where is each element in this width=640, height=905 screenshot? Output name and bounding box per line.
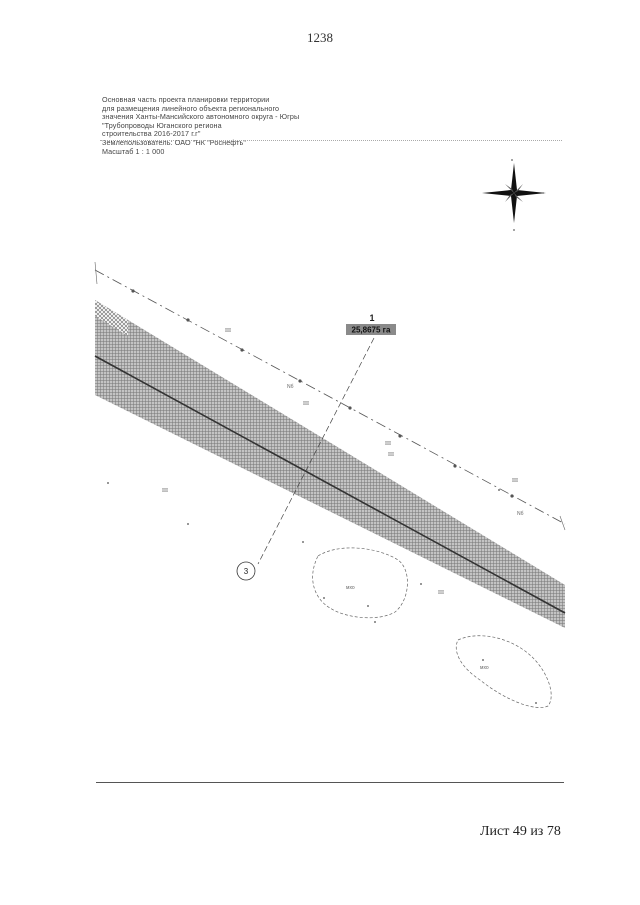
map-drawing: 1 25,8675 га 3 III III III III III III I… — [94, 261, 566, 708]
road-line — [94, 269, 566, 525]
parcel-number: 1 — [369, 313, 374, 323]
soil-label: III — [438, 590, 444, 596]
leader-line — [257, 337, 375, 565]
land-user-line: Землепользователь: ОАО "НК "Роснефть" — [102, 137, 247, 147]
marsh-contour — [312, 547, 408, 619]
callout-circle — [236, 561, 256, 581]
map-note: мхо — [346, 585, 355, 591]
soil-label: III — [385, 441, 391, 447]
title-line: значения Ханты-Мансийского автономного о… — [102, 112, 300, 122]
soil-label: III — [162, 488, 168, 494]
title-line: строительства 2016-2017 г.г" — [102, 129, 201, 139]
map-note: Nб — [287, 384, 294, 390]
soil-label: III — [388, 452, 394, 458]
scale-line: Масштаб 1 : 1 000 — [102, 146, 165, 156]
header-separator — [100, 140, 562, 141]
title-line: для размещения линейного объекта региона… — [102, 103, 280, 113]
sheet-label: Лист 49 из 78 — [480, 824, 561, 839]
compass-rose-icon — [482, 159, 546, 231]
page-number: 1238 — [307, 30, 333, 45]
band-upper-strip — [95, 300, 128, 336]
soil-label: III — [512, 478, 518, 484]
parcel-area: 25,8675 га — [352, 326, 391, 335]
footer-rule — [96, 782, 564, 783]
right-of-way-band — [95, 300, 565, 628]
soil-label: III — [303, 401, 309, 407]
marsh-contour — [456, 635, 552, 708]
map-note: Nб — [517, 511, 524, 517]
callout-number: 3 — [244, 567, 249, 576]
pipeline-axis — [94, 355, 566, 614]
map-note: мхо — [480, 665, 489, 671]
title-block: Основная часть проекта планировки террит… — [102, 95, 300, 156]
title-line: Основная часть проекта планировки террит… — [102, 95, 270, 104]
soil-label: III — [225, 328, 231, 334]
title-line: "Трубопроводы Юганского региона — [102, 120, 222, 130]
